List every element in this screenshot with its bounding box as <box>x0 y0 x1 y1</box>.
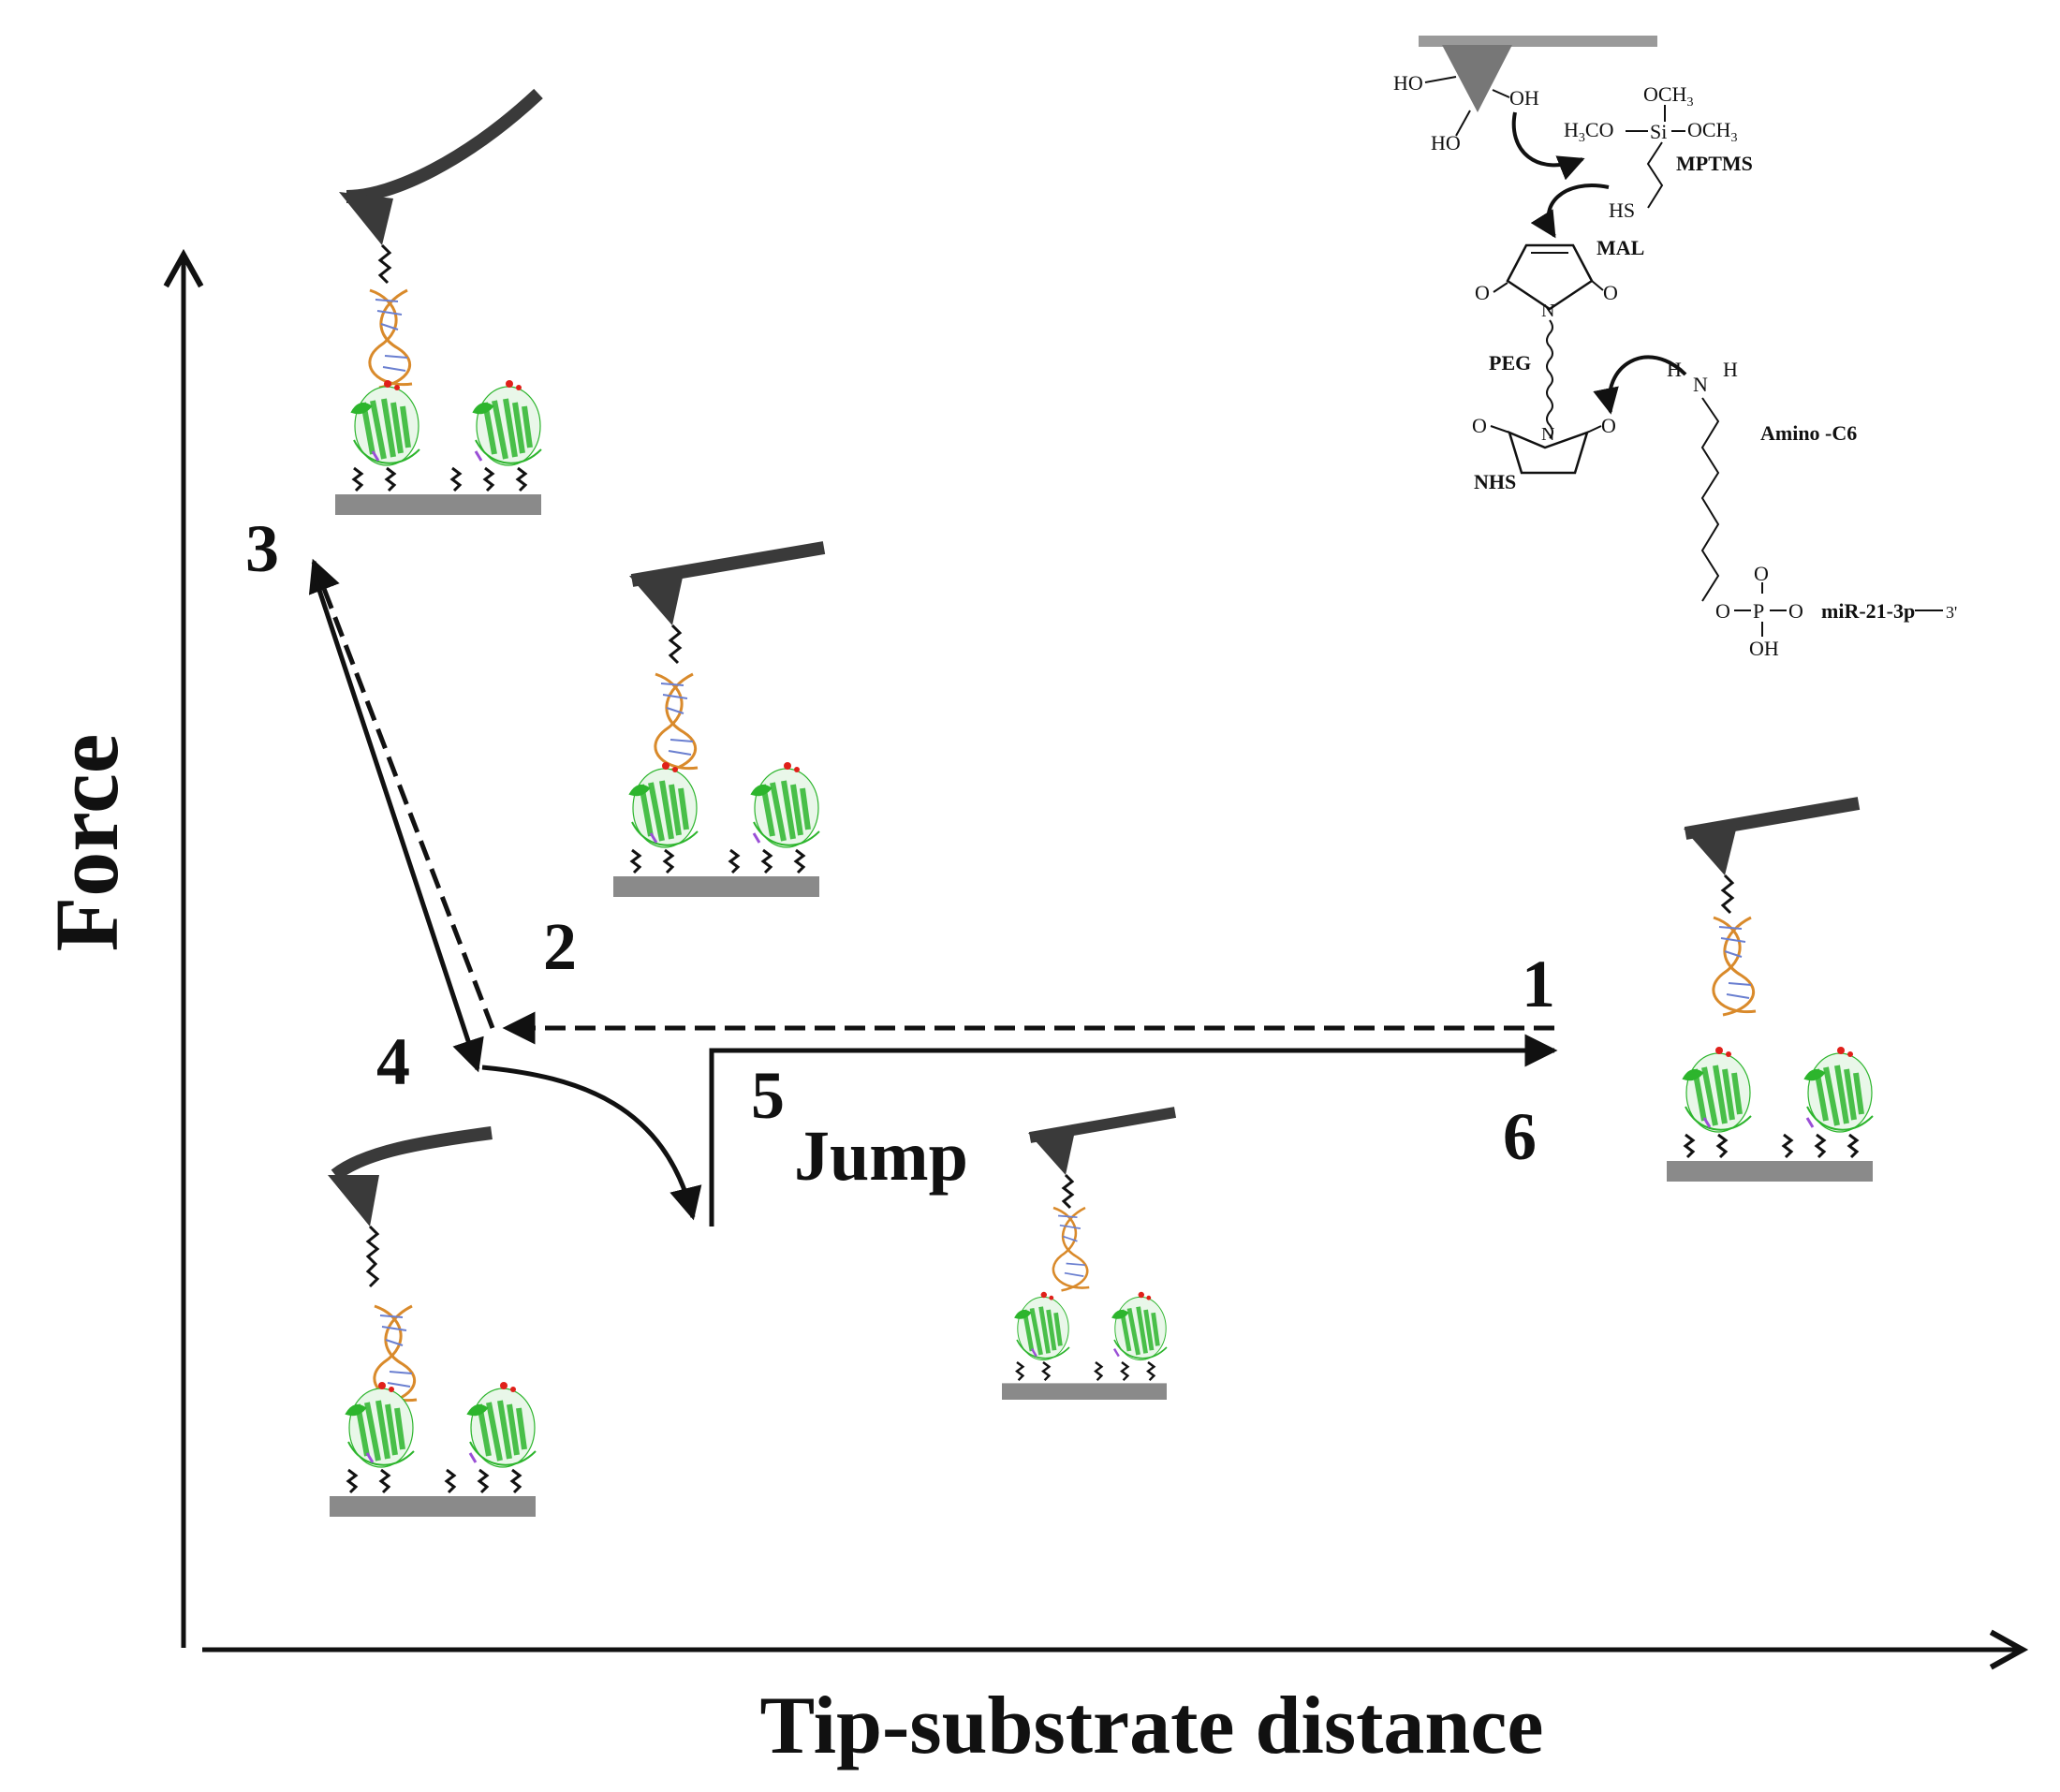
svg-text:NHS: NHS <box>1474 470 1516 493</box>
svg-text:OCH3: OCH3 <box>1687 118 1737 145</box>
svg-text:OH: OH <box>1509 86 1539 110</box>
step-label-3: 3 <box>245 511 279 586</box>
scene-4-illustration <box>328 1126 536 1517</box>
cantilever <box>331 1126 493 1181</box>
x-axis-label: Tip-substrate distance <box>760 1681 1544 1771</box>
svg-text:3': 3' <box>1946 603 1957 622</box>
y-axis-label: Force <box>37 734 137 952</box>
svg-text:O: O <box>1788 599 1803 623</box>
scene-5-illustration <box>1002 1107 1177 1400</box>
svg-text:MPTMS: MPTMS <box>1676 152 1753 175</box>
retraction-solid-line <box>311 572 484 1073</box>
svg-text:Amino -C6: Amino -C6 <box>1760 421 1857 445</box>
afm-tip-base <box>1419 36 1657 47</box>
svg-text:P: P <box>1753 599 1764 623</box>
jump-and-retract-line <box>709 1034 1558 1226</box>
svg-text:O: O <box>1603 281 1618 304</box>
svg-text:O: O <box>1472 414 1487 437</box>
svg-text:N: N <box>1693 373 1708 396</box>
scene-3-illustration <box>335 88 543 515</box>
svg-text:N: N <box>1541 424 1554 445</box>
step-label-2: 2 <box>543 909 577 984</box>
svg-text:Si: Si <box>1650 120 1667 143</box>
jump-label: Jump <box>794 1117 968 1196</box>
step-label-6: 6 <box>1503 1099 1537 1174</box>
svg-text:MAL: MAL <box>1596 236 1644 259</box>
svg-text:PEG: PEG <box>1489 351 1531 375</box>
svg-text:O: O <box>1754 562 1769 585</box>
svg-text:N: N <box>1541 301 1554 321</box>
svg-text:O: O <box>1715 599 1730 623</box>
step-label-1: 1 <box>1522 947 1555 1021</box>
compression-dashed-line <box>308 558 495 1029</box>
scene-1-illustration <box>1667 797 1873 1182</box>
svg-text:O: O <box>1475 281 1490 304</box>
svg-text:OCH3: OCH3 <box>1643 82 1693 110</box>
afm-tip <box>1442 45 1512 112</box>
chemistry-scheme: HO OH HO OCH3 H3CO Si OCH3 MPTMS HS MAL … <box>1393 36 1957 660</box>
svg-text:O: O <box>1601 414 1616 437</box>
scene-2-illustration <box>613 541 826 897</box>
step-label-5: 5 <box>751 1058 785 1133</box>
svg-text:H3CO: H3CO <box>1564 118 1613 145</box>
step-label-4: 4 <box>376 1024 410 1099</box>
svg-text:OH: OH <box>1749 637 1779 660</box>
svg-text:miR-21-3p: miR-21-3p <box>1821 599 1915 623</box>
svg-text:H: H <box>1723 358 1738 381</box>
svg-text:HS: HS <box>1609 198 1635 222</box>
cantilever <box>346 88 543 203</box>
adhesion-curve <box>481 1065 702 1221</box>
svg-text:HO: HO <box>1393 71 1423 95</box>
